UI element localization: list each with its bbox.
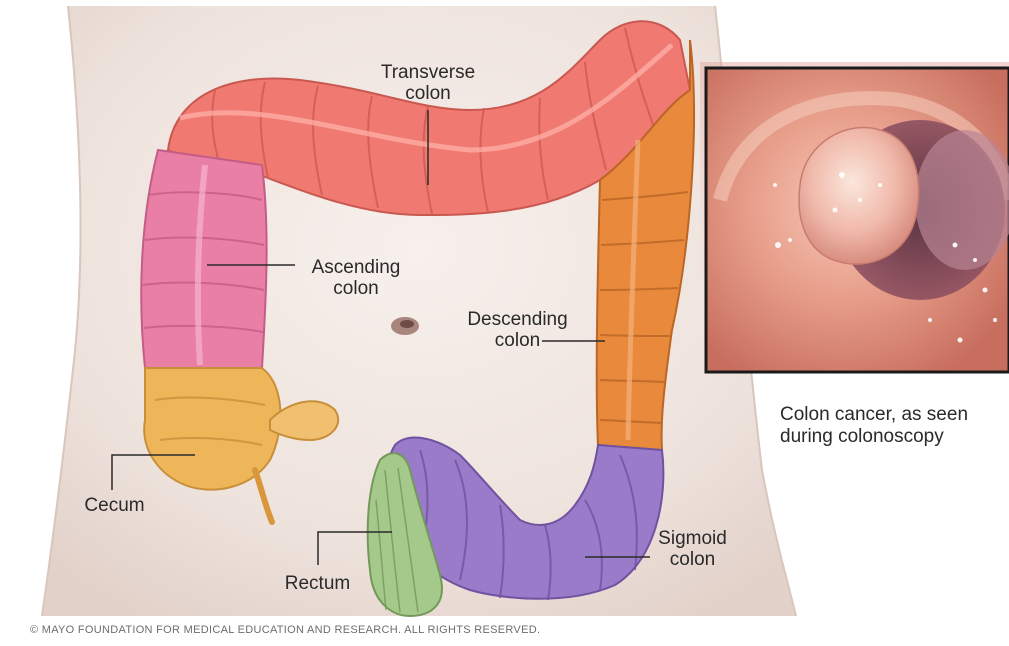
cecum-label: Cecum [72,495,157,516]
tumor-mass [799,127,919,264]
colonoscopy-inset-photo [700,62,1009,380]
descending-colon-label: Descending colon [450,309,585,351]
transverse-colon-label: Transverse colon [363,62,493,104]
ascending-colon-label: Ascending colon [296,257,416,299]
ascending-colon-shape [141,150,266,368]
inset-caption: Colon cancer, as seen during colonoscopy [780,404,968,448]
rectum-label: Rectum [270,573,365,594]
sigmoid-colon-label: Sigmoid colon [650,528,735,570]
copyright-notice: © MAYO FOUNDATION FOR MEDICAL EDUCATION … [30,624,540,636]
